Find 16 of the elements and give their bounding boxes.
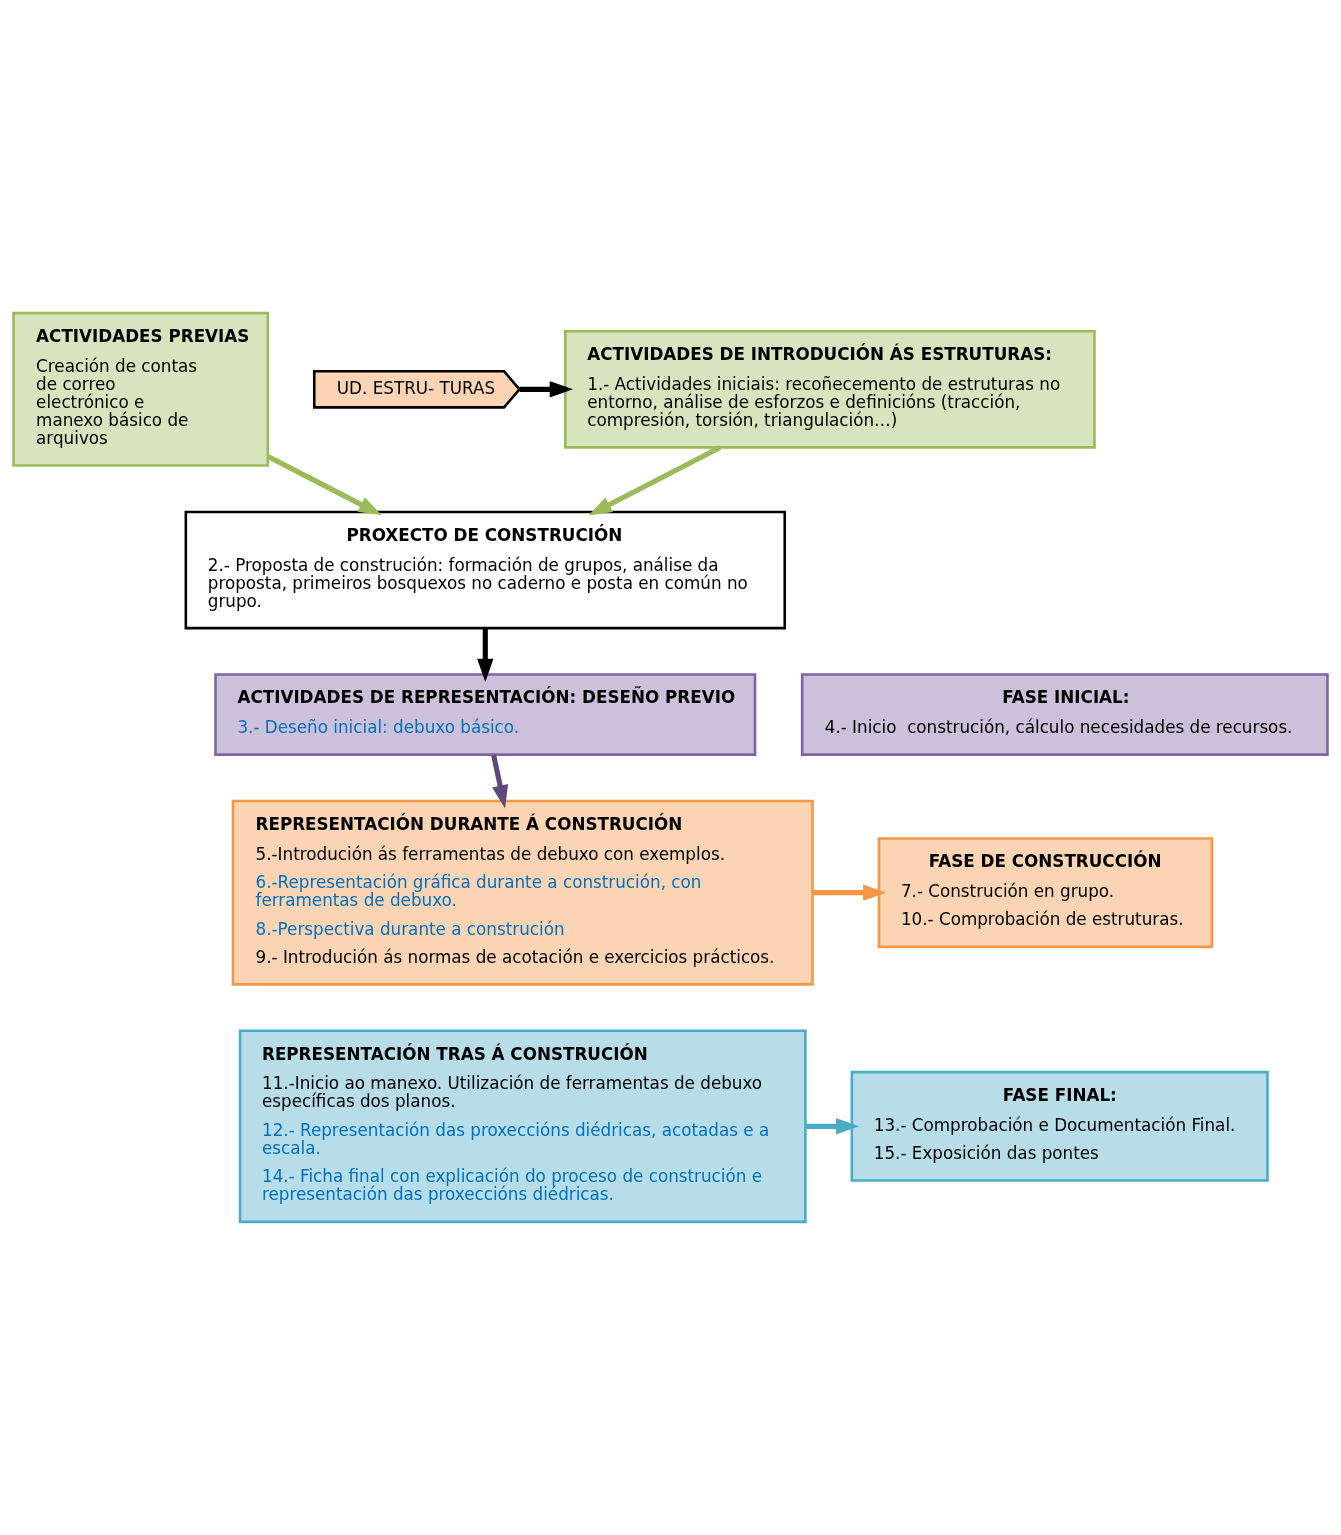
arrow bbox=[812, 884, 887, 901]
node-box: FASE INICIAL: 4.- Inicio construción, cálculo necesidades de recursos. bbox=[800, 673, 1329, 756]
node-box: FASE DE CONSTRUCCIÓN 7.- Construción en grupo. 10.- Comprobación de estruturas. bbox=[877, 837, 1214, 949]
arrow bbox=[805, 1118, 860, 1135]
node-box: REPRESENTACIÓN TRAS Á CONSTRUCIÓN 11.-Inicio ao manexo. Utilización de ferramentas de debuxo específicas dos planos. 12.- Representación das proxeccións diédricas, acotadas e a escala. 14.- Ficha final con explicación do proceso de construción e representación das proxeccións diédricas. bbox=[238, 1029, 807, 1224]
arrow bbox=[588, 445, 722, 516]
arrow bbox=[491, 754, 509, 809]
node-box: REPRESENTACIÓN DURANTE Á CONSTRUCIÓN 5.-Introdución ás ferramentas de debuxo con exemplos. 6.-Representación gráfica durante a construción, con ferramentas de debuxo. 8.-Perspectiva durante a construción 9.- Introdución ás normas de acotación e exercicios prácticos. bbox=[231, 799, 814, 986]
node-box: FASE FINAL: 13.- Comprobación e Documentación Final. 15.- Exposición das pontes bbox=[850, 1070, 1269, 1182]
arrow bbox=[477, 628, 494, 683]
arrow bbox=[266, 454, 382, 516]
node-box: ACTIVIDADES PREVIAS Creación de contas de correo electrónico e manexo básico de arquivos bbox=[12, 311, 270, 467]
node-box: ACTIVIDADES DE INTRODUCIÓN ÁS ESTRUTURAS: 1.- Actividades iniciais: recoñecemento de estruturas no entorno, análise de esforzos e definicións (tracción, compresión, torsión, triangulación…) bbox=[564, 329, 1096, 449]
node-box: PROXECTO DE CONSTRUCIÓN 2.- Proposta de construción: formación de grupos, análise da proposta, primeiros bosquexos no caderno e posta en común no grupo. bbox=[184, 510, 786, 630]
node-box: ACTIVIDADES DE REPRESENTACIÓN: DESEÑO PREVIO 3.- Deseño inicial: debuxo básico. bbox=[214, 673, 757, 756]
arrow bbox=[519, 381, 573, 398]
